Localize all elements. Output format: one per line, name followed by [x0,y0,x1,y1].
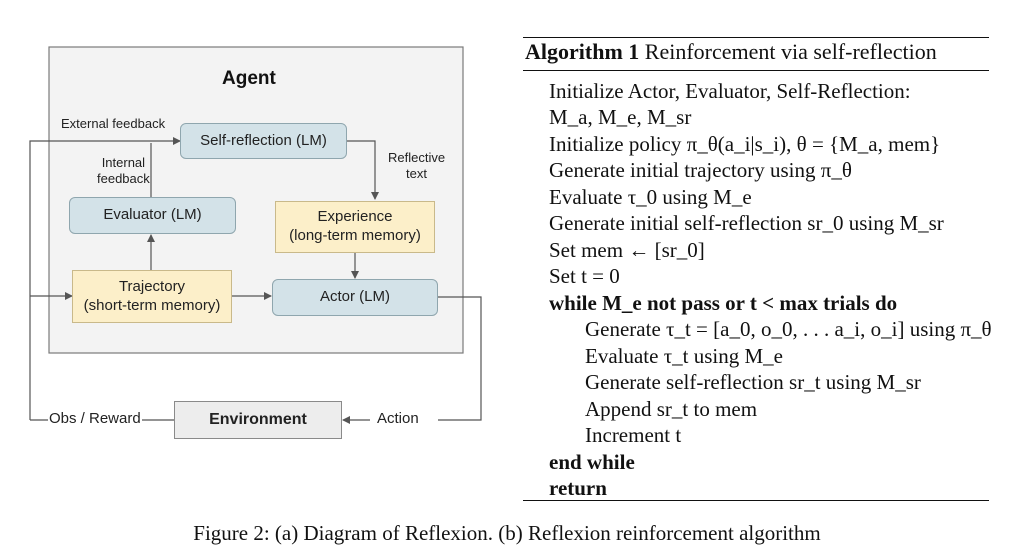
trajectory-box: Trajectory (short-term memory) [72,270,232,323]
environment-box: Environment [174,401,342,439]
algorithm-line-2: M_a, M_e, M_sr [549,105,692,129]
trajectory-label-line1: Trajectory [118,277,186,295]
external-feedback-arrow [29,137,181,420]
evaluator-box: Evaluator (LM) [69,197,236,234]
self-reflection-box: Self-reflection (LM) [180,123,347,159]
algorithm-mid-rule [523,70,989,71]
algorithm-line-5: Evaluate τ_0 using M_e [549,185,752,209]
actor-box: Actor (LM) [272,279,438,316]
algorithm-line-3: Initialize policy π_θ(a_i|s_i), θ = {M_a… [549,132,941,156]
internal-feedback-line1: Internal [101,155,146,170]
reflective-text-line2: text [406,165,428,181]
algorithm-top-rule [523,37,989,38]
self-reflection-label: Self-reflection (LM) [200,131,327,149]
external-feedback-label: External feedback [61,116,166,131]
actor-label: Actor (LM) [319,288,390,306]
experience-label-line1: Experience [317,208,393,226]
action-label: Action [376,410,420,428]
algorithm-line-12: Generate self-reflection sr_t using M_sr [585,370,921,394]
experience-box: Experience (long-term memory) [275,201,435,253]
algorithm-line-11: Evaluate τ_t using M_e [585,344,783,368]
algorithm-line-14: Increment t [585,423,682,447]
experience-label-line2: (long-term memory) [289,227,421,244]
obs-reward-label: Obs / Reward [48,410,142,428]
internal-feedback-label: Internal feedback [97,155,150,186]
algorithm-line-10: Generate τ_t = [a_0, o_0, . . . a_i, o_i… [585,317,992,341]
algorithm-block: Algorithm 1 Reinforcement via self-refle… [523,33,992,503]
algorithm-line-7: Set mem ← [sr_0] [549,238,705,262]
actor-action-line [438,296,482,421]
algorithm-title-bold: Algorithm 1 [525,39,640,64]
figure-caption: Figure 2: (a) Diagram of Reflexion. (b) … [193,521,821,545]
algorithm-line-8: Set t = 0 [549,264,620,288]
algorithm-title-rest: Reinforcement via self-reflection [644,39,937,64]
algorithm-bottom-rule [523,500,989,501]
algorithm-line-13: Append sr_t to mem [585,397,758,421]
reflexion-diagram: Agent External feedback Internal feedbac… [0,0,500,500]
reflective-text-label: Reflective text [388,150,445,181]
internal-feedback-line2: feedback [97,170,150,186]
environment-label: Environment [209,411,307,428]
algorithm-line-9: while M_e not pass or t < max trials do [549,291,898,315]
reflective-text-line1: Reflective [388,150,446,165]
agent-title: Agent [222,68,276,89]
algorithm-line-4: Generate initial trajectory using π_θ [549,158,852,182]
algorithm-title: Algorithm 1 Reinforcement via self-refle… [525,39,937,65]
algorithm-line-15: end while [549,450,635,474]
algorithm-line-1: Initialize Actor, Evaluator, Self-Reflec… [549,79,911,103]
algorithm-line-6: Generate initial self-reflection sr_0 us… [549,211,944,235]
algorithm-line-16: return [549,476,607,500]
trajectory-label-line2: (short-term memory) [83,296,221,314]
reflective-text-arrow [347,140,379,200]
evaluator-label: Evaluator (LM) [103,206,202,224]
